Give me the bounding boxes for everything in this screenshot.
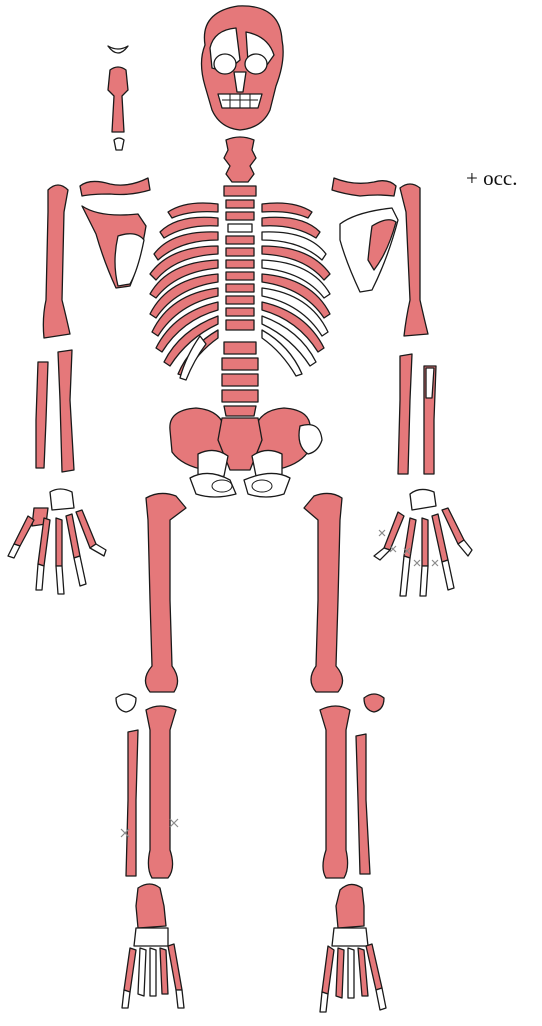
scapula-right (82, 206, 146, 288)
hand-left (374, 489, 472, 596)
humerus-right (43, 185, 70, 338)
foot-right (122, 884, 184, 1008)
lower-leg-left (320, 706, 370, 878)
lower-leg-right (126, 706, 176, 878)
skull (202, 6, 284, 130)
pelvis (170, 408, 322, 497)
patella-right (116, 694, 136, 712)
forearm-right (36, 350, 74, 472)
foot-left (320, 884, 386, 1012)
clavicle-right (80, 178, 150, 196)
clavicle-left (332, 178, 396, 196)
x-mark-icon (414, 560, 420, 566)
vertebral-column (222, 137, 258, 416)
x-mark-icon (432, 560, 438, 566)
hyoid-and-sternum (108, 46, 128, 150)
x-mark-icon (379, 530, 385, 536)
forearm-left (398, 354, 436, 474)
annotation-occ: + occ. (466, 166, 518, 191)
humerus-left (400, 184, 428, 336)
hand-right (8, 489, 106, 594)
patella-left (364, 694, 384, 712)
scapula-left (340, 208, 398, 292)
ribs-left (262, 203, 330, 376)
femur-right (145, 493, 186, 692)
femur-left (304, 493, 343, 692)
ribs-right (150, 203, 218, 380)
x-mark-icon (170, 819, 178, 827)
